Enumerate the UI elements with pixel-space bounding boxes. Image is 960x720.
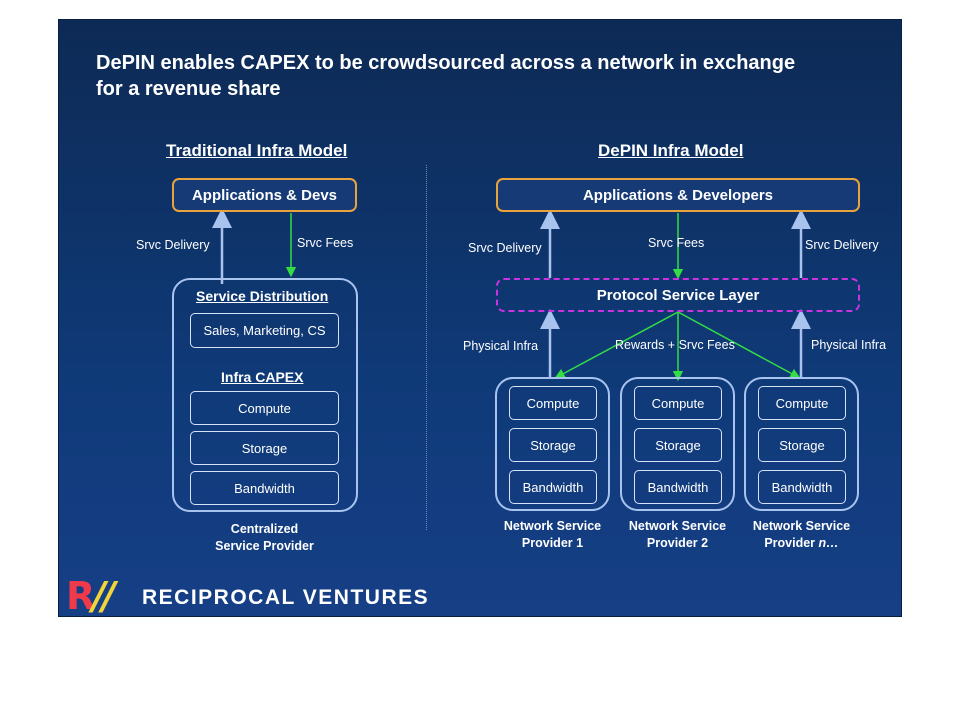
rewards-label: Rewards + Srvc Fees <box>615 338 735 352</box>
provider-n-bandwidth-box: Bandwidth <box>758 470 846 504</box>
traditional-model-heading: Traditional Infra Model <box>166 141 348 160</box>
provider-n-compute-box: Compute <box>758 386 846 420</box>
physical-infra-right-label: Physical Infra <box>811 338 887 352</box>
protocol-service-layer-box: Protocol Service Layer <box>496 278 860 312</box>
reciprocal-logo-text: RECIPROCAL VENTURES <box>142 586 430 609</box>
provider-n-box <box>744 377 859 511</box>
centralized-provider-box <box>172 278 358 512</box>
caption-line: Provider 1 <box>521 536 584 550</box>
left-storage-box: Storage <box>190 431 339 465</box>
caption-line: Network Service <box>752 519 851 533</box>
centralized-provider-caption: Centralized Service Provider <box>190 521 339 555</box>
section-divider <box>426 165 427 530</box>
provider-2-storage-box: Storage <box>634 428 722 462</box>
left-srvc-delivery-label: Srvc Delivery <box>136 238 210 252</box>
provider-2-box <box>620 377 735 511</box>
right-apps-box: Applications & Developers <box>496 178 860 212</box>
depin-model-heading: DePIN Infra Model <box>598 141 744 160</box>
slide: DePIN enables CAPEX to be crowdsourced a… <box>58 19 902 617</box>
provider-1-compute-box: Compute <box>509 386 597 420</box>
caption-line: Service Provider <box>215 539 314 553</box>
caption-line: Provider n… <box>744 535 859 552</box>
caption-line: Network Service <box>628 519 727 533</box>
provider-n-caption: Network Service Provider n… <box>744 518 859 552</box>
provider-2-bandwidth-box: Bandwidth <box>634 470 722 504</box>
provider-1-caption: Network Service Provider 1 <box>495 518 610 552</box>
slide-title: DePIN enables CAPEX to be crowdsourced a… <box>96 52 796 100</box>
provider-2-caption: Network Service Provider 2 <box>620 518 735 552</box>
left-apps-box: Applications & Devs <box>172 178 357 212</box>
provider-1-box <box>495 377 610 511</box>
rewards-arrow-1 <box>554 311 679 379</box>
provider-1-bandwidth-box: Bandwidth <box>509 470 597 504</box>
left-compute-box: Compute <box>190 391 339 425</box>
right-srvc-fees-label: Srvc Fees <box>648 236 705 250</box>
sales-marketing-box: Sales, Marketing, CS <box>190 313 339 348</box>
provider-n-storage-box: Storage <box>758 428 846 462</box>
reciprocal-logo-r: R <box>66 574 96 617</box>
arrow-layer <box>212 208 811 382</box>
caption-line: Centralized <box>230 522 299 536</box>
caption-text: Provider <box>764 536 819 550</box>
infra-capex-heading: Infra CAPEX <box>221 369 304 385</box>
rewards-arrow-3 <box>677 311 801 379</box>
caption-italic-text: n… <box>818 536 839 550</box>
caption-line: Network Service <box>503 519 602 533</box>
provider-2-compute-box: Compute <box>634 386 722 420</box>
right-srvc-delivery-left-label: Srvc Delivery <box>468 241 542 255</box>
physical-infra-left-label: Physical Infra <box>463 339 539 353</box>
left-srvc-fees-label: Srvc Fees <box>297 236 354 250</box>
right-srvc-delivery-right-label: Srvc Delivery <box>805 238 879 252</box>
service-distribution-heading: Service Distribution <box>196 288 329 304</box>
left-bandwidth-box: Bandwidth <box>190 471 339 505</box>
provider-1-storage-box: Storage <box>509 428 597 462</box>
caption-line: Provider 2 <box>646 536 709 550</box>
reciprocal-logo-slashes: // <box>92 574 116 617</box>
